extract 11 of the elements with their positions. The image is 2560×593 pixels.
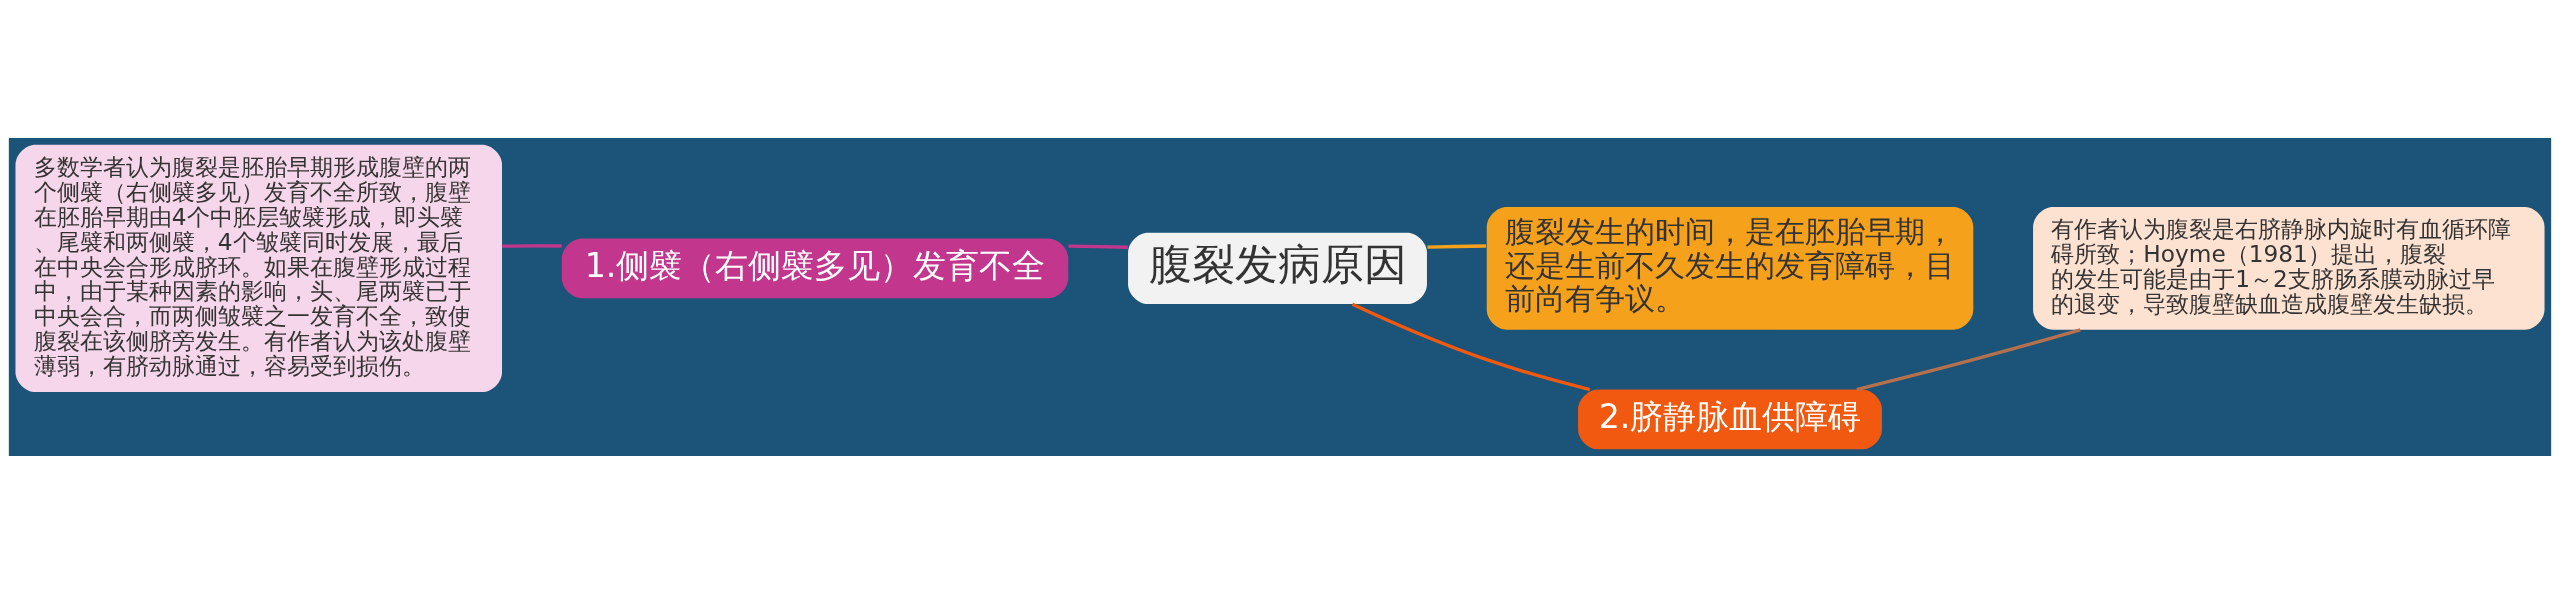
node-box: 2.脐静脉血供障碍 xyxy=(1578,389,1882,449)
connector xyxy=(502,243,562,248)
connector xyxy=(1351,302,1591,391)
connector xyxy=(1068,243,1128,249)
node-box: 腹裂发生的时间，是在胚胎早期，还是生前不久发生的发育障碍，目前尚有争议。 xyxy=(1486,206,1974,330)
node-box: 1.侧襞（右侧襞多见）发育不全 xyxy=(561,237,1069,298)
node-box: 多数学者认为腹裂是胚胎早期形成腹壁的两个侧襞（右侧襞多见）发育不全所致，腹壁在胚胎早期由4个中胚层皱襞形成，即头襞、尾襞和两侧襞，4个皱襞同时发展，最后在中央会合形成脐环。如果在腹壁形成过程中，由于某种因素的影响，头、尾两襞已于中央会合，而两侧皱襞之一发育不全，致使腹裂在该侧脐旁发生。有作者认为该处腹壁薄弱，有脐动脉通过，容易受到损伤。 xyxy=(15,144,502,392)
node-box: 有作者认为腹裂是右脐静脉内旋时有血循环障碍所致；Hoyme（1981）提出，腹裂的发生可能是由于1～2支脐肠系膜动脉过早的退变，导致腹壁缺血造成腹壁发生缺损。 xyxy=(2033,206,2545,330)
connector xyxy=(1427,243,1487,249)
node-box: 腹裂发病原因 xyxy=(1128,232,1427,304)
connector xyxy=(1856,327,2081,391)
